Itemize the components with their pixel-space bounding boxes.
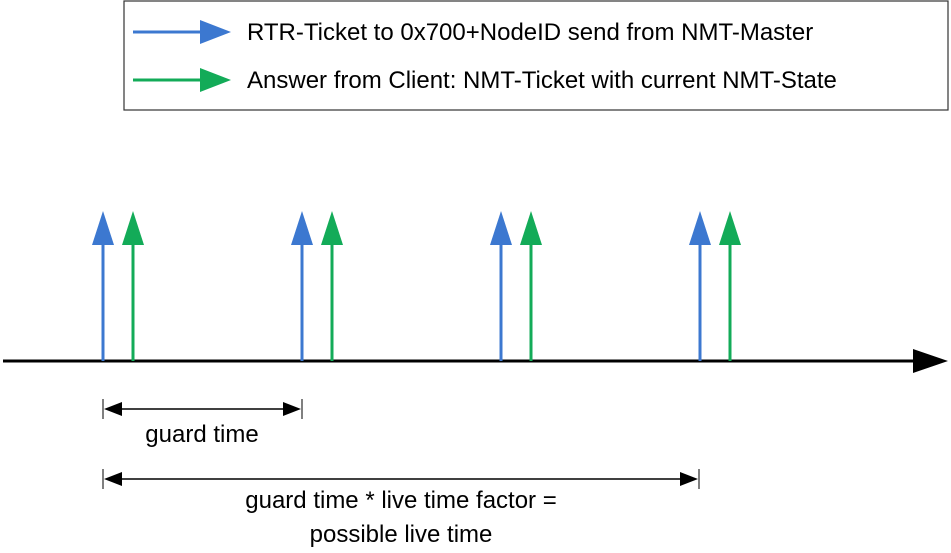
legend: RTR-Ticket to 0x700+NodeID send from NMT… xyxy=(123,0,949,111)
rtr-request-arrow-2-head xyxy=(291,211,313,245)
nmt-answer-arrow-4-head xyxy=(719,211,741,245)
life-time-label-line2: possible live time xyxy=(310,521,493,548)
legend-answer-arrow-head xyxy=(200,68,231,92)
time-axis-arrow-head xyxy=(913,349,948,373)
life-time-label-line1: guard time * live time factor = xyxy=(245,487,556,514)
rtr-request-arrow-2 xyxy=(291,211,313,361)
guard-time-arrow-right xyxy=(283,402,301,416)
legend-item-request: RTR-Ticket to 0x700+NodeID send from NMT… xyxy=(133,19,813,46)
nmt-answer-arrow-1-head xyxy=(122,211,144,245)
guard-time-arrow-left xyxy=(104,402,122,416)
nmt-answer-arrow-1 xyxy=(122,211,144,361)
life-time-arrow-left xyxy=(104,472,122,486)
rtr-request-arrow-1 xyxy=(92,211,114,361)
legend-answer-label: Answer from Client: NMT-Ticket with curr… xyxy=(247,67,837,94)
legend-request-label: RTR-Ticket to 0x700+NodeID send from NMT… xyxy=(247,19,813,46)
guard-time-label: guard time xyxy=(145,421,258,448)
legend-request-arrow-head xyxy=(200,20,231,44)
nmt-answer-arrow-2-head xyxy=(321,211,343,245)
event-arrows xyxy=(92,211,741,361)
rtr-request-arrow-4-head xyxy=(689,211,711,245)
legend-box xyxy=(123,0,949,111)
rtr-request-arrow-3-head xyxy=(490,211,512,245)
nmt-answer-arrow-3-head xyxy=(520,211,542,245)
nmt-answer-arrow-3 xyxy=(520,211,542,361)
guard-time-interval: guard time xyxy=(102,399,303,448)
rtr-request-arrow-1-head xyxy=(92,211,114,245)
nmt-answer-arrow-4 xyxy=(719,211,741,361)
rtr-request-arrow-3 xyxy=(490,211,512,361)
legend-item-answer: Answer from Client: NMT-Ticket with curr… xyxy=(133,67,837,94)
rtr-request-arrow-4 xyxy=(689,211,711,361)
nmt-answer-arrow-2 xyxy=(321,211,343,361)
life-time-arrow-right xyxy=(680,472,698,486)
time-axis xyxy=(3,349,948,373)
life-time-interval: guard time * live time factor = possible… xyxy=(102,469,700,548)
